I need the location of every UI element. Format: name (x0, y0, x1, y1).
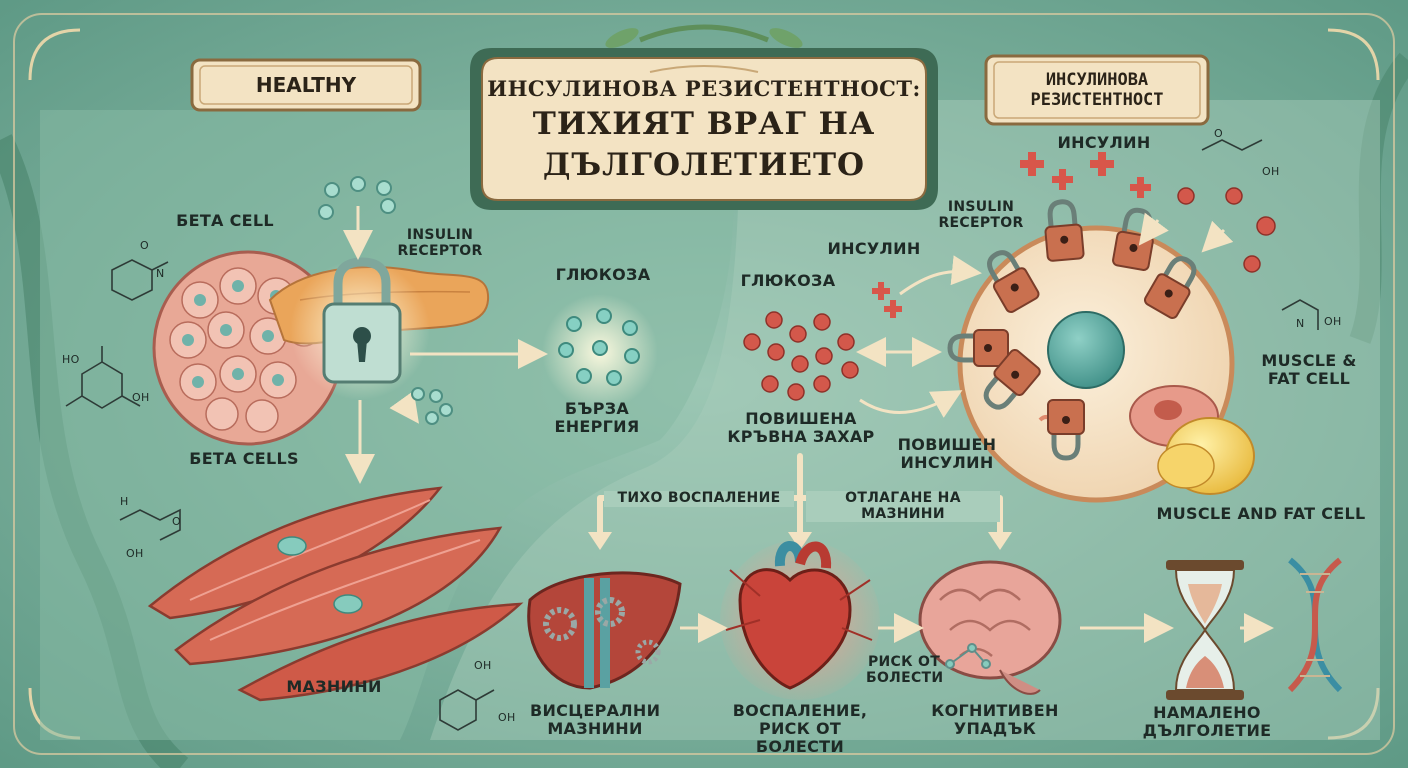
inflammation-label: ВОСПАЛЕНИЕ, РИСК ОТ БОЛЕСТИ (712, 702, 888, 756)
insulin-receptor-label-resistant-line2: RECEPTOR (938, 214, 1024, 231)
reduced-longevity-line2: ДЪЛГОЛЕТИЕ (1142, 720, 1272, 740)
chem-label-oh-4: OH (1262, 165, 1280, 178)
cognitive-decline-line2: УПАДЪК (953, 718, 1037, 738)
insulin-molecules-healthy (318, 176, 396, 220)
chem-label-n-2: N (1296, 317, 1305, 330)
branch-label-inflammation: ТИХО ВОСПАЛЕНИЕ (604, 490, 794, 507)
high-insulin-line2: ИНСУЛИН (900, 452, 994, 472)
resistance-banner-line1: ИНСУЛИНОВА (1045, 69, 1149, 90)
heart (720, 540, 880, 700)
insulin-receptor-label-resistant-line1: INSULIN (947, 199, 1015, 215)
cognitive-decline-line1: КОГНИТИВЕН (931, 701, 1059, 720)
brain (918, 560, 1062, 695)
insulin-receptor-label-healthy-line2: RECEPTOR (397, 242, 483, 259)
glucose-cluster-high (743, 311, 859, 401)
visceral-fat-line1: ВИСЦЕРАЛНИ (530, 701, 661, 720)
hourglass (1166, 560, 1244, 700)
reduced-longevity-label: НАМАЛЕНО ДЪЛГОЛЕТИЕ (1142, 704, 1272, 740)
title-line1: ИНСУЛИНОВА РЕЗИСТЕНТНОСТ: (487, 75, 921, 101)
insulin-receptor-label-healthy-line1: INSULIN (406, 227, 474, 243)
chem-label-oh-2: OH (126, 547, 144, 560)
resistance-arrows (856, 212, 1234, 418)
branch-arrows (597, 453, 1003, 539)
disease-risk-label: РИСК ОТ БОЛЕСТИ (866, 654, 944, 686)
fast-energy-line1: БЪРЗА (564, 399, 630, 418)
muscle-fat-side-line1: MUSCLE & (1261, 351, 1357, 370)
liver (527, 571, 682, 690)
insulin-label-mid: ИНСУЛИН (827, 239, 921, 258)
chem-label-o-2: O (1214, 127, 1223, 140)
chem-label-oh-6: OH (498, 711, 516, 724)
visceral-fat-line2: МАЗНИНИ (547, 718, 643, 738)
insulin-receptor-lock (322, 257, 402, 384)
fats-label: МАЗНИНИ (286, 677, 382, 696)
title-line3: ДЪЛГОЛЕТИЕТО (542, 146, 866, 183)
beta-cells-label: БЕТА CELLS (189, 449, 299, 468)
glucose-cluster-healthy (558, 308, 640, 386)
page-title: ИНСУЛИНОВА РЕЗИСТЕНТНОСТ: ТИХИЯТ ВРАГ НА… (478, 48, 930, 210)
resistance-banner-shape (984, 54, 1210, 126)
muscle-fibers (147, 486, 524, 702)
healthy-banner-shape (190, 58, 422, 112)
muscle-and-fat-cell-label: MUSCLE AND FAT CELL (1156, 504, 1366, 523)
high-blood-sugar-label: ПОВИШЕНА КРЪВНА ЗАХАР (716, 410, 886, 446)
visceral-fat-label: ВИСЦЕРАЛНИ МАЗНИНИ (530, 702, 660, 738)
branch-label-fat-deposit: ОТЛАГАНЕ НА МАЗНИНИ (806, 490, 1000, 523)
chem-label-n-1: N (156, 267, 165, 280)
muscle-fat-label-side: MUSCLE & FAT CELL (1254, 352, 1364, 388)
chemical-structures (65, 139, 1319, 731)
glucose-red-top (1177, 187, 1276, 273)
beta-cell-label: БЕТА CELL (176, 211, 274, 230)
chem-label-oh-1: OH (132, 391, 150, 404)
fast-energy-line2: ЕНЕРГИЯ (554, 416, 640, 436)
inflammation-line1: ВОСПАЛЕНИЕ, (732, 701, 868, 720)
inflammation-line2: РИСК ОТ БОЛЕСТИ (755, 718, 845, 756)
chem-label-h-1: H (120, 495, 129, 508)
high-insulin-line1: ПОВИШЕН (897, 435, 997, 454)
reduced-longevity-line1: НАМАЛЕНО (1153, 703, 1261, 722)
disease-risk-line2: БОЛЕСТИ (866, 669, 944, 686)
insulin-label-top: ИНСУЛИН (1057, 133, 1151, 152)
glucose-label-resistant: ГЛЮКОЗА (740, 271, 836, 290)
insulin-receptor-label-resistant: INSULIN RECEPTOR (926, 199, 1036, 231)
high-blood-sugar-line2: КРЪВНА ЗАХАР (727, 426, 875, 446)
muscle-fat-side-line2: FAT CELL (1267, 368, 1351, 388)
resistance-banner-line2: РЕЗИСТЕНТНОСТ (1030, 90, 1164, 110)
title-frame (470, 24, 938, 210)
disease-risk-line1: РИСК ОТ (867, 654, 941, 670)
chem-label-o-1: O (140, 239, 149, 252)
chem-label-oh-5: OH (474, 659, 492, 672)
glucose-released (411, 387, 453, 425)
high-blood-sugar-line1: ПОВИШЕНА (745, 409, 857, 428)
glucose-label-healthy: ГЛЮКОЗА (555, 265, 651, 284)
fast-energy-label: БЪРЗА ЕНЕРГИЯ (542, 400, 652, 436)
resistance-banner: ИНСУЛИНОВА РЕЗИСТЕНТНОСТ (986, 56, 1208, 124)
healthy-arrows (343, 206, 548, 484)
dna-helix (1287, 557, 1343, 693)
chem-label-ho-1: HO (62, 353, 80, 366)
insulin-receptor-label-healthy: INSULIN RECEPTOR (392, 227, 488, 259)
title-line2: ТИХИЯТ ВРАГ НА (532, 105, 876, 142)
insulin-molecules-resistant (872, 152, 1151, 318)
high-insulin-label: ПОВИШЕН ИНСУЛИН (894, 436, 1000, 472)
chem-label-oh-3: OH (1324, 315, 1342, 328)
healthy-banner: HEALTHY (255, 73, 357, 97)
cognitive-decline-label: КОГНИТИВЕН УПАДЪК (930, 702, 1060, 738)
chem-label-o-3: O (172, 515, 181, 528)
